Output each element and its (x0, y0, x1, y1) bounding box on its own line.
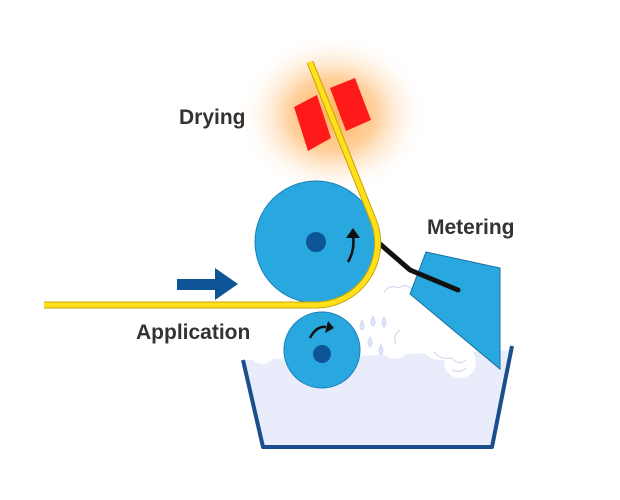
metering-rod (377, 241, 461, 293)
application-roller-hub (313, 345, 331, 363)
backing-roller-hub (306, 232, 326, 252)
application-label: Application (136, 321, 251, 344)
curved-arrow-icon (308, 321, 334, 339)
drying-label: Drying (179, 106, 246, 129)
curved-arrow-icon (346, 228, 360, 263)
metering-label: Metering (427, 216, 515, 239)
right-arrow-icon (177, 268, 238, 300)
heater-block-left (294, 95, 331, 151)
coating-tray (241, 345, 514, 449)
coating-droplets (359, 315, 387, 356)
paper-web-fill (44, 61, 381, 308)
heater-block-right (330, 78, 371, 131)
